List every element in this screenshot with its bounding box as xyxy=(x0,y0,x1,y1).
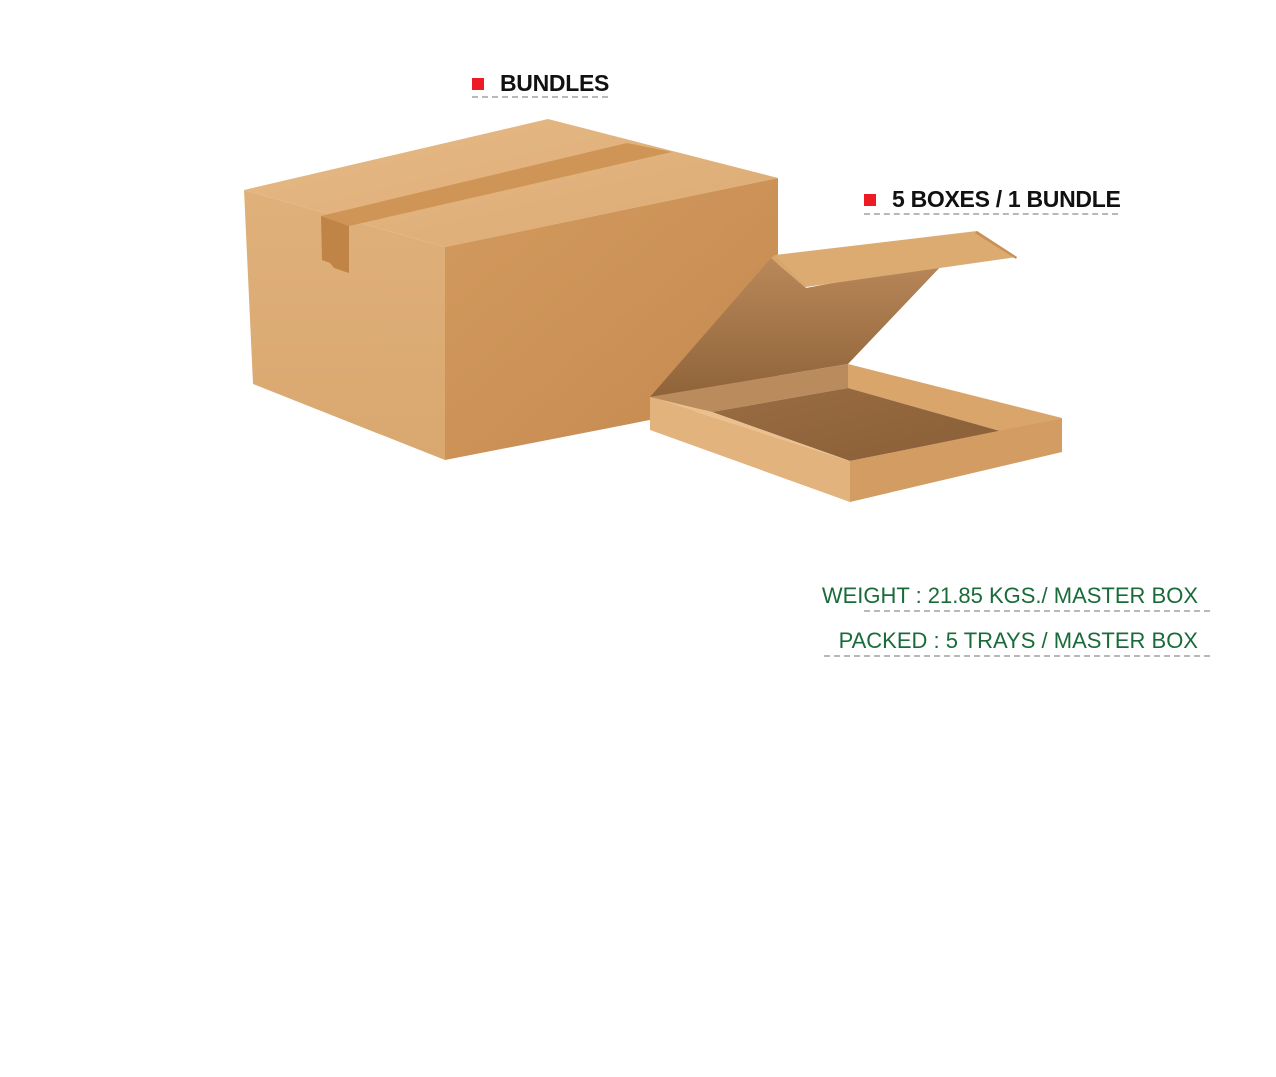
tray-lid-tip xyxy=(975,231,1017,259)
tray-back-inner-wall xyxy=(650,364,848,412)
tape-strip-top xyxy=(321,143,672,226)
tray-right-inner-wall xyxy=(848,364,1062,431)
bullet-square-icon xyxy=(864,193,876,206)
packed-underline xyxy=(824,655,1210,657)
bundles-text: BUNDLES xyxy=(500,70,610,96)
tray-lid-outside xyxy=(775,231,1017,287)
open-tray-box xyxy=(650,231,1062,502)
tape-strip-front xyxy=(321,216,349,273)
master-box-left-face xyxy=(244,190,445,460)
bundles-underline xyxy=(472,96,608,98)
weight-spec: WEIGHT : 21.85 KGS./ MASTER BOX xyxy=(821,583,1198,608)
tray-rim-top-left xyxy=(650,397,850,461)
tray-floor xyxy=(712,388,1000,461)
weight-underline xyxy=(864,610,1210,612)
boxes-per-bundle-text: 5 BOXES / 1 BUNDLE xyxy=(892,186,1121,212)
bundles-label: BUNDLES xyxy=(472,70,609,97)
tray-lid-edge xyxy=(771,255,806,288)
boxes-per-bundle-label: 5 BOXES / 1 BUNDLE xyxy=(864,186,1121,213)
boxes-per-bundle-underline xyxy=(864,213,1118,215)
tray-front-right-rim xyxy=(850,418,1062,502)
tray-front-left-rim xyxy=(650,397,850,502)
packed-spec: PACKED : 5 TRAYS / MASTER BOX xyxy=(838,628,1198,653)
bullet-square-icon xyxy=(472,77,484,90)
tray-lid-inside xyxy=(650,258,945,397)
